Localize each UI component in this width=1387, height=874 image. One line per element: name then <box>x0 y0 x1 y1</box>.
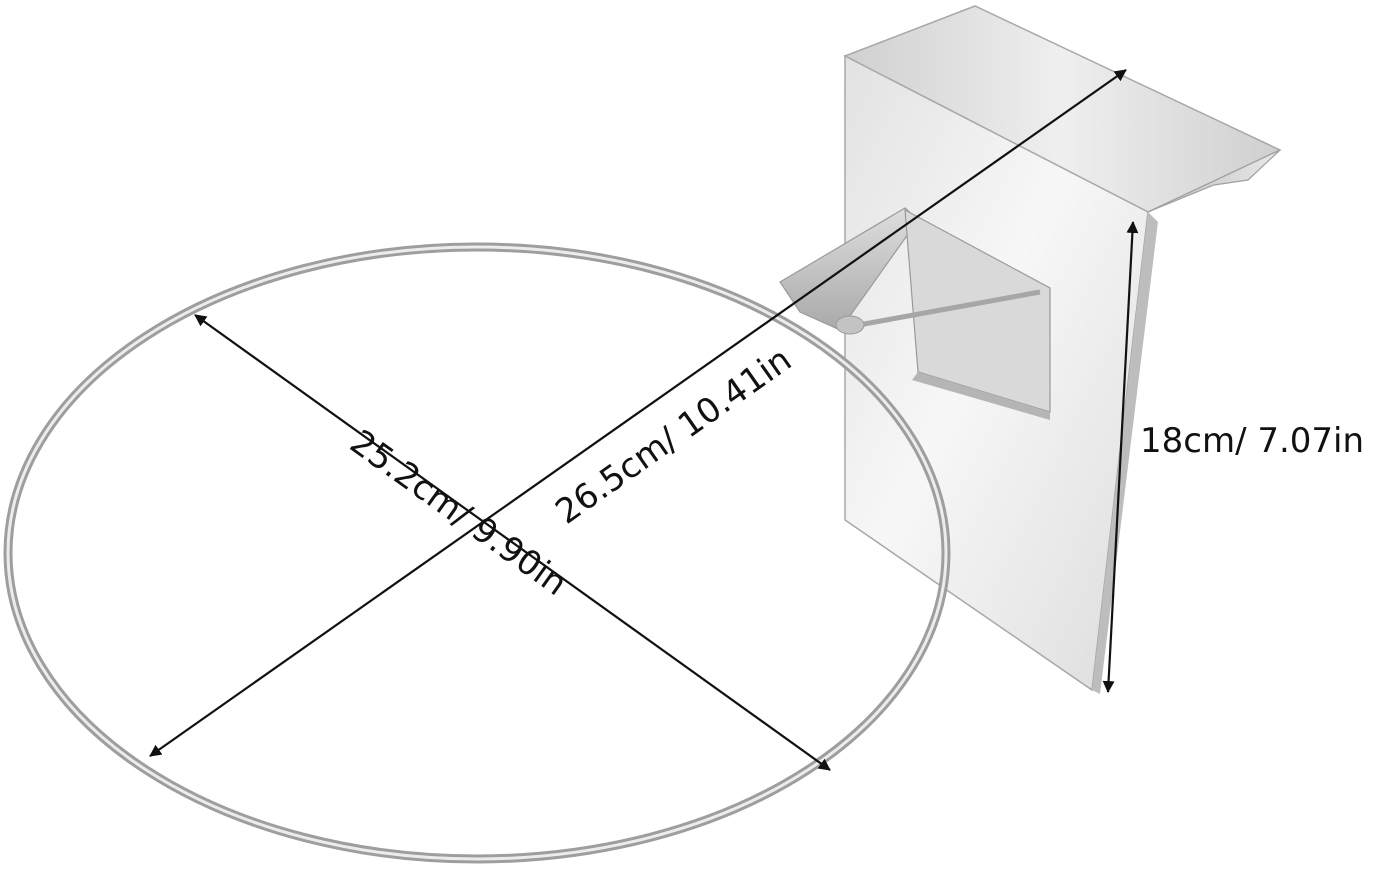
dimension-arrows <box>149 69 1139 771</box>
bracket-rear-lip <box>1147 149 1281 213</box>
ring-diameter-label: 25.2cm/ 9.90in <box>342 422 574 604</box>
bracket-height-label: 18cm/ 7.07in <box>1140 421 1364 461</box>
bracket-height-arrow <box>1102 221 1139 693</box>
total-depth-label: 26.5cm/ 10.41in <box>548 340 799 533</box>
ring <box>3 242 951 864</box>
bracket <box>843 5 1282 694</box>
weld-point <box>835 315 865 335</box>
ring-outer <box>3 242 951 864</box>
total-depth-arrow <box>149 69 1127 757</box>
